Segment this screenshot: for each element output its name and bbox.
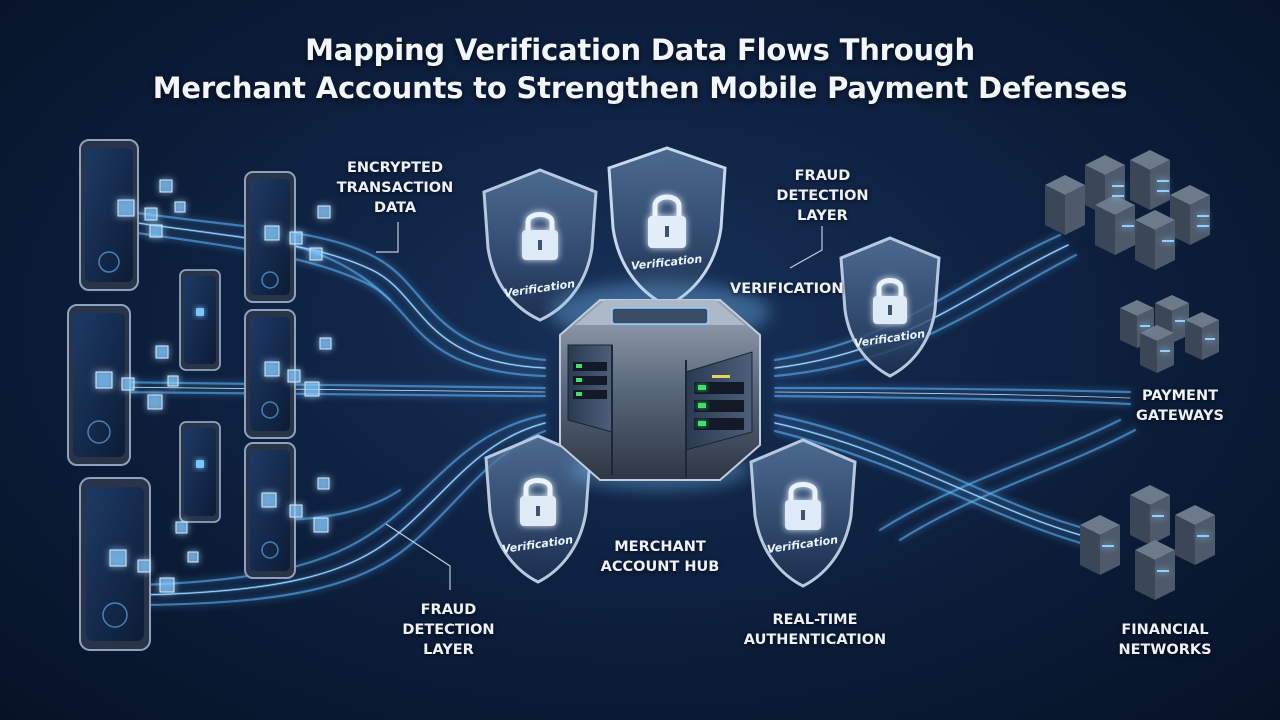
phone-icon <box>244 442 296 579</box>
label-line: DETECTION <box>776 188 869 204</box>
encrypted-transaction-data-label: ENCRYPTED TRANSACTION DATA <box>330 158 460 218</box>
label-line: DETECTION <box>402 622 495 638</box>
lock-icon <box>648 194 686 248</box>
label-line: GATEWAYS <box>1136 408 1224 424</box>
merchant-hub-server <box>550 282 770 490</box>
server-face-right <box>685 351 753 451</box>
lock-icon <box>785 482 821 530</box>
verification-shield: Verification <box>484 434 592 584</box>
label-line: PAYMENT <box>1142 388 1218 404</box>
label-line: MERCHANT <box>614 539 706 555</box>
lock-icon <box>873 278 907 324</box>
verification-shield: Verification <box>482 168 598 322</box>
fraud-detection-layer-label-top: FRAUD DETECTION LAYER <box>760 166 885 226</box>
phone-icon <box>79 139 139 291</box>
label-line: DATA <box>373 200 417 216</box>
server-racks <box>1045 150 1219 600</box>
lock-icon <box>520 478 556 526</box>
mobile-phones <box>67 139 296 651</box>
label-line: LAYER <box>797 208 848 224</box>
merchant-account-hub-label: MERCHANT ACCOUNT HUB <box>585 537 735 577</box>
server-cluster-bottom <box>1080 485 1215 600</box>
verification-shield: Verification <box>749 438 857 588</box>
verification-shield: Verification <box>607 146 727 308</box>
left-flow-lines <box>108 210 547 607</box>
callout-lines <box>376 222 823 590</box>
label-line: REAL-TIME <box>772 612 858 628</box>
data-packets <box>95 179 332 593</box>
page-title-line2: Merchant Accounts to Strengthen Mobile P… <box>152 71 1128 105</box>
label-line: NETWORKS <box>1118 642 1212 658</box>
server-face-left <box>567 344 613 433</box>
label-line: AUTHENTICATION <box>743 632 887 648</box>
financial-networks-label: FINANCIAL NETWORKS <box>1105 620 1225 660</box>
server-cluster-middle <box>1120 295 1219 373</box>
verification-shield: Verification <box>839 236 941 378</box>
label-line: ENCRYPTED <box>346 160 443 176</box>
phone-icon <box>179 269 221 371</box>
label-line: FINANCIAL <box>1121 622 1209 638</box>
label-line: LAYER <box>423 642 474 658</box>
real-time-authentication-label: REAL-TIME AUTHENTICATION <box>735 610 895 650</box>
label-line: TRANSACTION <box>336 180 454 196</box>
verification-label: VERIFICATION <box>730 281 844 297</box>
page-title-line1: Mapping Verification Data Flows Through <box>305 33 975 67</box>
phone-icon <box>179 421 221 523</box>
label-line: FRAUD <box>794 168 851 184</box>
server-cluster-top <box>1045 150 1210 270</box>
label-line: ACCOUNT HUB <box>600 559 720 575</box>
fraud-detection-layer-label-bottom: FRAUD DETECTION LAYER <box>386 600 511 660</box>
payment-gateways-label: PAYMENT GATEWAYS <box>1130 386 1230 426</box>
right-flow-lines <box>773 233 1137 552</box>
label-line: FRAUD <box>420 602 477 618</box>
lock-icon <box>522 212 558 260</box>
